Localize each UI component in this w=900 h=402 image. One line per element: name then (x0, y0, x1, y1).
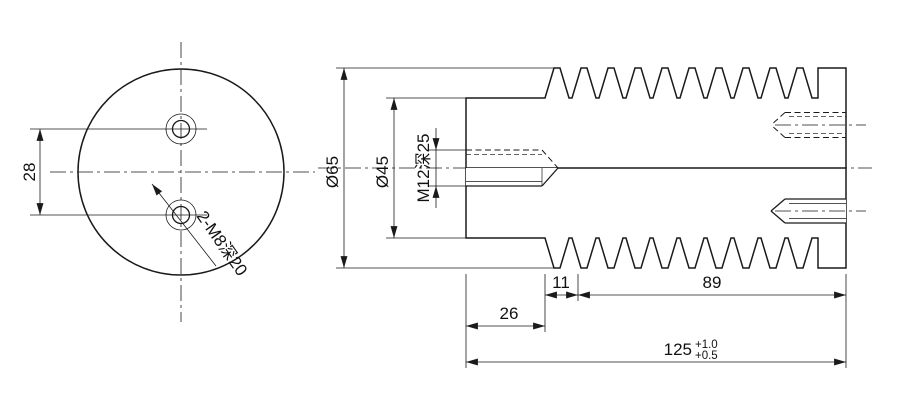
dim-125-tol-upper-text: +1.0 (695, 339, 718, 351)
dim-m12-text: M12深25 (414, 134, 433, 203)
end-view: 28 2-M8深20 (20, 42, 315, 322)
dim-125-text: 125 (664, 340, 692, 359)
thread-circle (165, 199, 197, 231)
top-hole (165, 113, 197, 145)
dimension-hole-spacing: 28 (20, 129, 44, 215)
m12-hole-hidden (466, 149, 559, 169)
dimension-left-length: 26 (466, 304, 545, 330)
dim-d65-text: Ø65 (323, 156, 342, 188)
dimension-overall-length: 125 +1.0 +0.5 (466, 339, 846, 366)
section-view: Ø65 Ø45 M12深25 11 8 (318, 67, 872, 368)
bottom-hole (165, 199, 197, 231)
hole-circle (171, 119, 191, 139)
dim-125-tol-lower-text: +0.5 (695, 350, 718, 362)
body-top-profile (465, 67, 847, 168)
leader-line (151, 183, 217, 267)
hidden-drill-cone (770, 112, 786, 126)
hole-circle (171, 205, 191, 225)
hidden-drill-cone (770, 124, 786, 138)
holes-callout: 2-M8深20 (151, 183, 251, 279)
holes-callout-text: 2-M8深20 (193, 207, 251, 279)
m12-hole-section (466, 167, 559, 187)
m8-hole-hidden (770, 112, 866, 138)
drill-cone (541, 167, 559, 187)
dimension-thread-hole: M12深25 (414, 128, 466, 208)
m8-hole-section (770, 198, 866, 224)
dim-d45-text: Ø45 (373, 156, 392, 188)
dim-26-text: 26 (500, 304, 519, 323)
hidden-drill-cone (541, 149, 559, 169)
thread-circle (165, 113, 197, 145)
drill-cone (770, 210, 786, 224)
sectioned-body-hatched (465, 167, 847, 269)
dim-28-text: 28 (20, 163, 39, 182)
dimension-outer-diameter: Ø65 (323, 67, 554, 269)
dimension-pitch: 11 (545, 273, 578, 299)
dim-89-text: 89 (703, 273, 722, 292)
dim-11-text: 11 (552, 273, 570, 292)
hole-void (466, 168, 542, 186)
drill-cone (770, 198, 786, 212)
dimension-ribbed-length: 89 (578, 273, 846, 299)
body-outline-circle (77, 68, 285, 276)
dimension-core-diameter: Ø45 (373, 97, 466, 239)
